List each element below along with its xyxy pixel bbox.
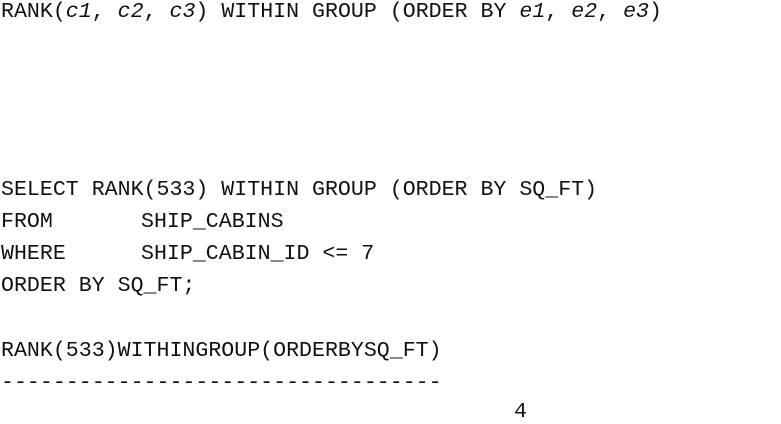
query-order-line: ORDER BY SQ_FT; — [1, 274, 196, 298]
query-from-line: FROM SHIP_CABINS — [1, 210, 284, 234]
syntax-e2: e2 — [571, 0, 598, 24]
from-value: SHIP_CABINS — [141, 210, 284, 234]
syntax-line: RANK(c1, c2, c3) WITHIN GROUP (ORDER BY … — [1, 0, 662, 24]
syntax-c3: c3 — [169, 0, 196, 24]
syntax-sep3: , — [545, 0, 572, 24]
syntax-sep4: , — [597, 0, 624, 24]
syntax-mid: ) WITHIN GROUP (ORDER BY — [195, 0, 520, 24]
result-value-text: 4 — [514, 400, 527, 424]
syntax-prefix: RANK( — [1, 0, 66, 24]
syntax-suffix: ) — [648, 0, 662, 24]
where-value: SHIP_CABIN_ID <= 7 — [141, 242, 375, 266]
where-keyword: WHERE — [1, 242, 66, 266]
syntax-e3: e3 — [623, 0, 649, 24]
syntax-sep2: , — [143, 0, 170, 24]
result-value: 4 — [1, 400, 527, 424]
syntax-c2: c2 — [117, 0, 144, 24]
query-where-line: WHERE SHIP_CABIN_ID <= 7 — [1, 242, 375, 266]
syntax-sep1: , — [91, 0, 118, 24]
result-column-header: RANK(533)WITHINGROUP(ORDERBYSQ_FT) — [1, 339, 442, 363]
syntax-e1: e1 — [519, 0, 546, 24]
result-separator: ---------------------------------- — [1, 371, 442, 395]
syntax-c1: c1 — [65, 0, 92, 24]
query-select-line: SELECT RANK(533) WITHIN GROUP (ORDER BY … — [1, 178, 598, 202]
from-keyword: FROM — [1, 210, 53, 234]
